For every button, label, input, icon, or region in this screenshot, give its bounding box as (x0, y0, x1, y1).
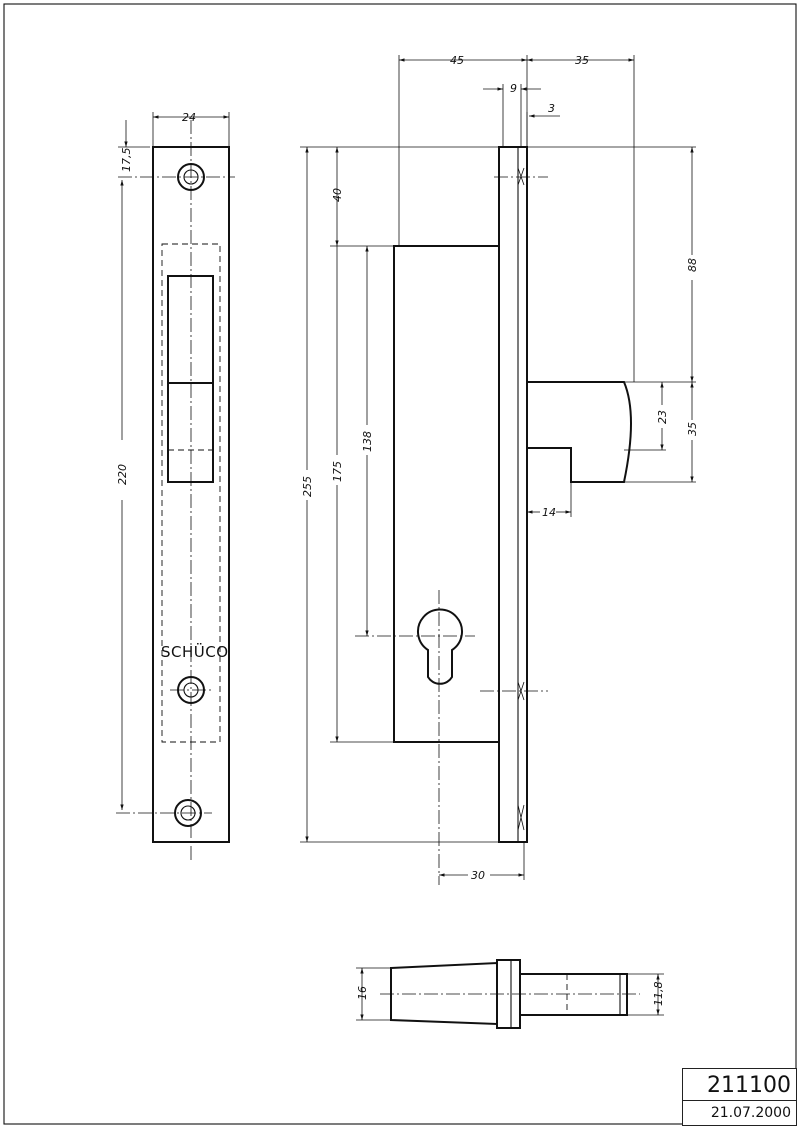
dim-cylinder-diameter-11-8: 11,8 (652, 982, 665, 1007)
dim-bolt-step: 14 (542, 506, 556, 519)
screw-hole-bottom (116, 799, 212, 827)
dim-overall-height: 255 (301, 476, 314, 497)
faceplate-side (498, 146, 528, 843)
drawing-number: 211100 (683, 1069, 796, 1101)
dim-bolt-height-23: 23 (656, 410, 669, 424)
cylinder-detail-view: 16 11,8 (356, 959, 665, 1029)
lock-body (393, 245, 500, 743)
drawing-frame (3, 3, 797, 1125)
dim-front-hole-spacing: 220 (116, 464, 129, 485)
dim-bolt-height-35: 35 (686, 422, 699, 436)
dim-bolt-projection: 35 (575, 54, 589, 67)
dim-faceplate-thickness: 9 (510, 82, 517, 95)
brand-label: SCHÜCO (161, 642, 229, 661)
title-block: 211100 21.07.2000 (682, 1068, 797, 1126)
cylinder-pin (519, 973, 628, 1016)
dim-cylinder-diameter-16: 16 (356, 986, 369, 1000)
screw-hole-middle (170, 676, 212, 704)
dim-body-depth: 45 (450, 54, 464, 67)
lock-side-view: 45 35 9 3 40 138 175 255 (300, 54, 699, 885)
dim-edge-3: 3 (548, 102, 555, 115)
screw-hole-top (118, 163, 235, 191)
cylinder-tapered-body (390, 961, 498, 1026)
dim-body-height: 175 (331, 461, 344, 482)
cylinder-keyhole (417, 608, 463, 685)
dim-backset: 30 (471, 869, 485, 882)
latch-opening (167, 275, 214, 483)
dim-body-to-cylinder: 138 (361, 431, 374, 452)
dim-front-width: 24 (182, 111, 196, 124)
bolt (527, 381, 632, 483)
faceplate-front-view: SCHÜCO 24 17,5 220 (116, 111, 235, 860)
dim-top-to-body: 40 (331, 188, 344, 202)
dim-top-offset: 17,5 (120, 148, 133, 173)
drawing-date: 21.07.2000 (710, 1105, 791, 1121)
dim-top-to-bolt: 88 (686, 258, 699, 272)
